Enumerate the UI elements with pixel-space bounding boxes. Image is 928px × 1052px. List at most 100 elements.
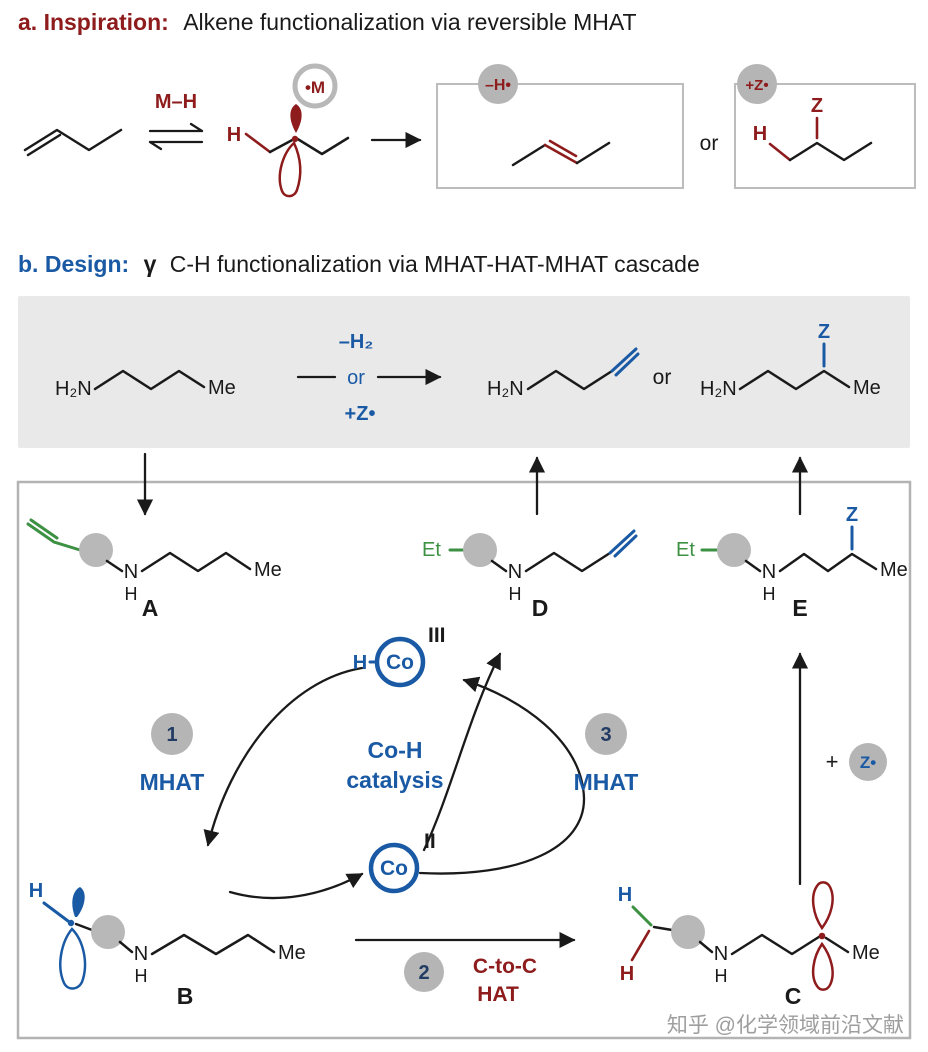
substrate-amine-structure: H₂N Me [55,369,236,400]
B-nh-label: H [135,966,148,986]
cobalt-II-ring [368,842,420,894]
butene-product-structure [511,139,611,167]
C-orbital-lower-lobe [811,941,834,991]
added-h-label: H [227,124,241,146]
step-3-number: 3 [600,724,611,746]
B-electron-dot [67,919,75,927]
cobalt-II-species: Co II [368,830,436,894]
substrate-amine-label: H₂N [55,378,92,400]
mh-reagent-label: M–H [155,91,197,113]
overview-z-label: Z [818,321,830,343]
E-n-label: N [762,561,776,583]
cond-or-label: or [347,367,365,389]
cycle-arrow-regenerate-CoH [418,676,586,875]
z-radical-label: Z• [860,753,876,772]
step-1-label: MHAT [140,769,205,795]
species-C-structure: H H N H Me C [618,881,880,1009]
panel-b-heading: b. Design: γ C-H functionalization via M… [18,251,700,277]
cycle-center-line2: catalysis [346,767,443,793]
protecting-group-blob-E [717,533,751,567]
species-A-structure: N H Me A [26,518,282,621]
cycle-arrow-CoII-up [422,652,502,852]
step-1-badge: 1 MHAT [140,713,205,795]
metal-radical-label: •M [305,78,325,97]
substrate-me-label: Me [208,377,236,399]
plus-sign: + [826,749,839,774]
equilibrium-arrows [148,122,204,151]
protecting-group-blob-B [91,915,125,949]
step-2-label-line1: C-to-C [473,955,537,978]
panel-a-heading-label: a. Inspiration: [18,9,169,35]
or-label-b: or [653,366,672,389]
species-B-structure: H N H Me B [29,880,306,1009]
panel-b-heading-gamma: γ [144,251,157,277]
cycle-center-line1: Co-H [368,737,423,763]
C-h-gamma-label: H [618,884,632,906]
C-h-red-label: H [620,963,634,985]
cycle-arrow-to-CoII [228,872,364,900]
panel-a-heading: a. Inspiration: Alkene functionalization… [18,9,637,35]
h-elimination-label: –H• [485,77,511,94]
species-D-label: D [532,595,549,621]
overview-conditions: –H₂ or +Z• [296,331,442,425]
metal-radical-badge: •M [292,63,338,109]
panel-b-heading-label: b. Design: [18,251,129,277]
step-3-badge: 3 MHAT [574,713,638,795]
h-elimination-badge: –H• [478,64,518,104]
coh-h-label: H [353,652,367,674]
B-orbital-upper-lobe [72,887,85,917]
mechanism-box [16,480,912,1040]
step-2-number: 2 [418,962,429,984]
cobalt-III-ring [374,636,426,688]
E-z-label: Z [846,504,858,526]
species-E-label: E [792,595,807,621]
radical-orbital-lower-lobe [278,140,302,198]
step-1-number: 1 [166,724,177,746]
E-me-label: Me [880,559,908,581]
alkene-amine-structure: H₂N [487,347,640,400]
z-amine-label: H₂N [700,378,737,400]
watermark: 知乎 @化学领域前沿文献 [667,1014,904,1037]
E-nh-label: H [763,584,776,604]
A-nh-label: H [125,584,138,604]
oxidation-state-III: III [428,624,446,647]
D-n-label: N [508,561,522,583]
cond-plus-z-label: +Z• [345,403,376,425]
overview-panel [18,296,910,448]
panel-b-heading-text: C-H functionalization via MHAT-HAT-MHAT … [170,251,700,277]
z-amine-structure: H₂N Z Me [700,321,881,400]
oxidation-state-II: II [424,830,436,853]
product-h-label: H [753,123,767,145]
B-n-label: N [134,943,148,965]
species-B-label: B [177,983,194,1009]
radical-electron-dot [291,135,299,143]
C-electron-dot [818,932,826,940]
protecting-group-blob-A [79,533,113,567]
species-C-label: C [785,983,802,1009]
C-me-label: Me [852,942,880,964]
z-addition-badge: +Z• [737,64,777,104]
protecting-group-blob-D [463,533,497,567]
product-z-label: Z [811,95,823,117]
z-product-structure: H Z [753,95,873,162]
z-me-label: Me [853,377,881,399]
step-2-badge: 2 C-to-C HAT [404,952,537,1006]
D-et-label: Et [422,539,441,561]
E-et-label: Et [676,539,695,561]
cycle-arrow-mhat1 [203,666,364,847]
C-orbital-upper-lobe [811,881,834,931]
cobalt-hydride-species: H Co III [353,624,446,688]
panel-a-heading-text: Alkene functionalization via reversible … [183,9,636,35]
A-me-label: Me [254,559,282,581]
B-orbital-lower-lobe [59,927,87,990]
B-h-label: H [29,880,43,902]
cobalt-II-label: Co [380,857,408,880]
protecting-group-blob-C [671,915,705,949]
alkyl-radical-structure: H [227,104,350,198]
z-addition-label: +Z• [745,77,768,94]
cond-minus-h2-label: –H₂ [339,331,373,353]
cobalt-III-label: Co [386,651,414,674]
species-A-label: A [142,595,159,621]
or-label-a: or [700,132,719,155]
